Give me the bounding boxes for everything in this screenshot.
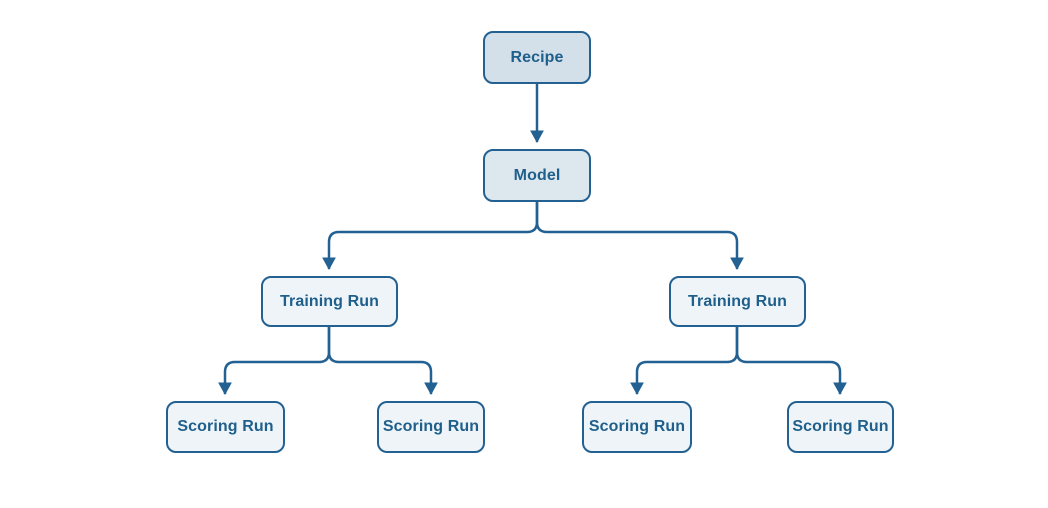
edge-training-run-2-scoring-run-4: [735, 327, 847, 396]
node-recipe-label: Recipe: [510, 48, 564, 66]
edge-training-run-1-scoring-run-1: [218, 327, 331, 396]
node-scoring-run-2[interactable]: Scoring Run: [377, 401, 485, 453]
node-training-run-2-label: Training Run: [688, 292, 787, 310]
node-scoring-run-1[interactable]: Scoring Run: [166, 401, 285, 453]
node-training-run-2[interactable]: Training Run: [669, 276, 806, 327]
node-scoring-run-4-label: Scoring Run: [792, 418, 889, 435]
node-model[interactable]: Model: [483, 149, 591, 202]
node-model-label: Model: [513, 166, 561, 184]
node-scoring-run-4[interactable]: Scoring Run: [787, 401, 894, 453]
edge-training-run-2-scoring-run-3: [630, 327, 739, 396]
node-scoring-run-3[interactable]: Scoring Run: [582, 401, 692, 453]
node-scoring-run-1-label: Scoring Run: [177, 418, 274, 435]
edge-model-training-run-2: [535, 202, 744, 271]
node-scoring-run-3-label: Scoring Run: [588, 418, 686, 435]
edge-model-training-run-1: [322, 202, 539, 271]
node-scoring-run-2-label: Scoring Run: [382, 418, 480, 435]
node-training-run-1-label: Training Run: [280, 292, 379, 310]
node-training-run-1[interactable]: Training Run: [261, 276, 398, 327]
edge-training-run-1-scoring-run-2: [327, 327, 438, 396]
node-recipe[interactable]: Recipe: [483, 31, 591, 84]
